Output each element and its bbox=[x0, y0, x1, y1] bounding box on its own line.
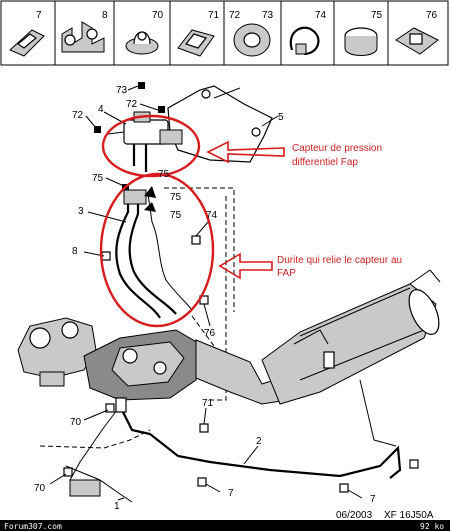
footer-date-ref: 06/2003 bbox=[336, 510, 373, 521]
callout-70: 70 bbox=[34, 483, 46, 494]
footer-file-size: 92 ko bbox=[420, 522, 444, 531]
egr-turbo-assembly bbox=[17, 317, 201, 401]
connector-clip-icon bbox=[395, 27, 439, 55]
callout-7: 7 bbox=[370, 494, 376, 505]
sensor-annotation-line2: differentiel Fap bbox=[292, 157, 358, 168]
legend-num-76: 76 bbox=[426, 10, 438, 21]
callout-1: 1 bbox=[114, 501, 120, 512]
hose-clamp-icon bbox=[289, 26, 320, 56]
connector-plug bbox=[69, 479, 101, 497]
callout-3: 3 bbox=[78, 206, 84, 217]
clip-marker bbox=[197, 477, 207, 487]
footer-bar bbox=[0, 520, 450, 531]
legend-num-70: 70 bbox=[152, 10, 164, 21]
routing-line bbox=[210, 196, 227, 401]
callout-2: 2 bbox=[256, 436, 262, 447]
routing-line bbox=[39, 445, 105, 449]
sensor-wire bbox=[69, 405, 121, 481]
indicator-arrow bbox=[144, 202, 156, 212]
connector-plug bbox=[323, 351, 335, 369]
clip-marker bbox=[199, 423, 209, 433]
connecting-hose bbox=[119, 405, 402, 479]
legend-num-71: 71 bbox=[208, 10, 220, 21]
callout-4: 4 bbox=[98, 104, 104, 115]
double-clip-icon bbox=[61, 21, 105, 53]
pressure-sensor bbox=[107, 111, 183, 172]
callout-7: 7 bbox=[228, 488, 234, 499]
fixing-marker bbox=[158, 106, 165, 113]
hose-arrow bbox=[218, 252, 273, 280]
callout-74: 74 bbox=[206, 210, 218, 221]
callout-71: 71 bbox=[202, 398, 214, 409]
clip-icon bbox=[9, 29, 45, 57]
parts-legend: 7 8 70 71 72 73 74 75 76 bbox=[0, 0, 449, 66]
fixing-marker bbox=[94, 126, 101, 133]
hose-annotation-line1: Durite qui relie le capteur au bbox=[277, 255, 402, 266]
callout-72: 72 bbox=[72, 110, 84, 121]
legend-num-72: 72 bbox=[229, 10, 241, 21]
legend-num-75: 75 bbox=[371, 10, 383, 21]
callout-8: 8 bbox=[72, 246, 78, 257]
clip-marker bbox=[105, 403, 115, 413]
grommet-icon bbox=[233, 23, 271, 57]
callout-73: 73 bbox=[116, 85, 128, 96]
routing-line bbox=[191, 315, 215, 347]
callout-72: 72 bbox=[126, 99, 138, 110]
collar-clamp-icon bbox=[344, 27, 378, 56]
hose-highlight-circle bbox=[99, 172, 215, 328]
connector-plug bbox=[409, 459, 419, 469]
callout-75: 75 bbox=[92, 173, 104, 184]
round-clip-icon bbox=[125, 31, 159, 55]
hose-annotation-line2: FAP bbox=[277, 268, 296, 279]
callout-5: 5 bbox=[278, 112, 284, 123]
legend-num-7: 7 bbox=[36, 10, 42, 21]
sensor-wire bbox=[65, 465, 133, 503]
connector-plug bbox=[115, 397, 127, 413]
footer-drawing-ref: XF 16J50A bbox=[384, 510, 434, 521]
routing-line bbox=[164, 187, 235, 312]
sensor-wire bbox=[359, 379, 397, 447]
clip-marker bbox=[63, 467, 73, 477]
callout-76: 76 bbox=[204, 328, 216, 339]
pressure-pipes bbox=[115, 189, 193, 319]
callout-70: 70 bbox=[70, 417, 82, 428]
callout-75: 75 bbox=[170, 210, 182, 221]
footer-forum: Forum307.com bbox=[4, 522, 62, 531]
bracket-clip-icon bbox=[177, 29, 215, 57]
exhaust-and-dpf bbox=[195, 269, 441, 405]
clip-marker bbox=[191, 235, 201, 245]
legend-num-73: 73 bbox=[262, 10, 274, 21]
sensor-arrow bbox=[206, 140, 285, 164]
legend-num-74: 74 bbox=[315, 10, 327, 21]
callout-75: 75 bbox=[170, 192, 182, 203]
indicator-arrow bbox=[144, 186, 156, 198]
fixing-marker bbox=[138, 82, 145, 89]
legend-num-8: 8 bbox=[102, 10, 108, 21]
sensor-highlight-circle bbox=[101, 114, 201, 178]
sensor-annotation-line1: Capteur de pression bbox=[292, 143, 382, 154]
callout-75: 75 bbox=[158, 169, 170, 180]
clip-marker bbox=[339, 483, 349, 493]
